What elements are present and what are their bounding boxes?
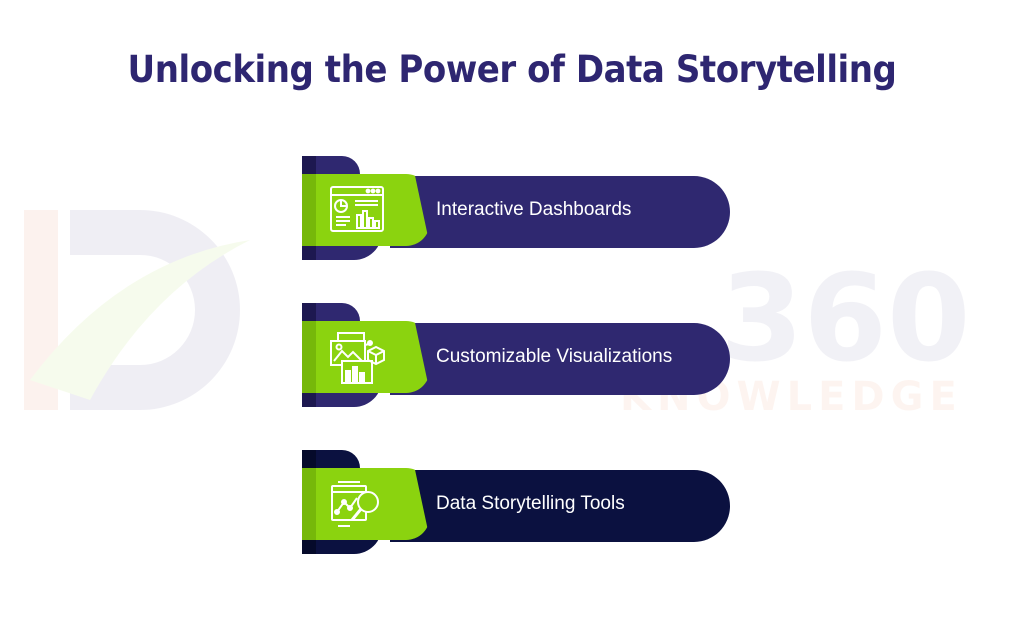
item-label: Data Storytelling Tools xyxy=(436,493,625,514)
item-bar xyxy=(390,323,730,395)
item-label: Interactive Dashboards xyxy=(436,199,632,220)
svg-text:360: 360 xyxy=(720,250,971,389)
page-title: Unlocking the Power of Data Storytelling xyxy=(127,48,897,91)
item-label: Customizable Visualizations xyxy=(436,346,673,367)
item-customizable-visualizations: Customizable Visualizations xyxy=(302,303,732,407)
item-interactive-dashboards: Interactive Dashboards xyxy=(302,156,732,260)
item-bar xyxy=(390,176,730,248)
dashboard-icon xyxy=(330,186,384,232)
storytelling-icon xyxy=(331,481,379,527)
item-data-storytelling-tools: Data Storytelling Tools xyxy=(302,450,732,554)
item-bar xyxy=(390,470,730,542)
visualization-icon xyxy=(330,332,385,384)
